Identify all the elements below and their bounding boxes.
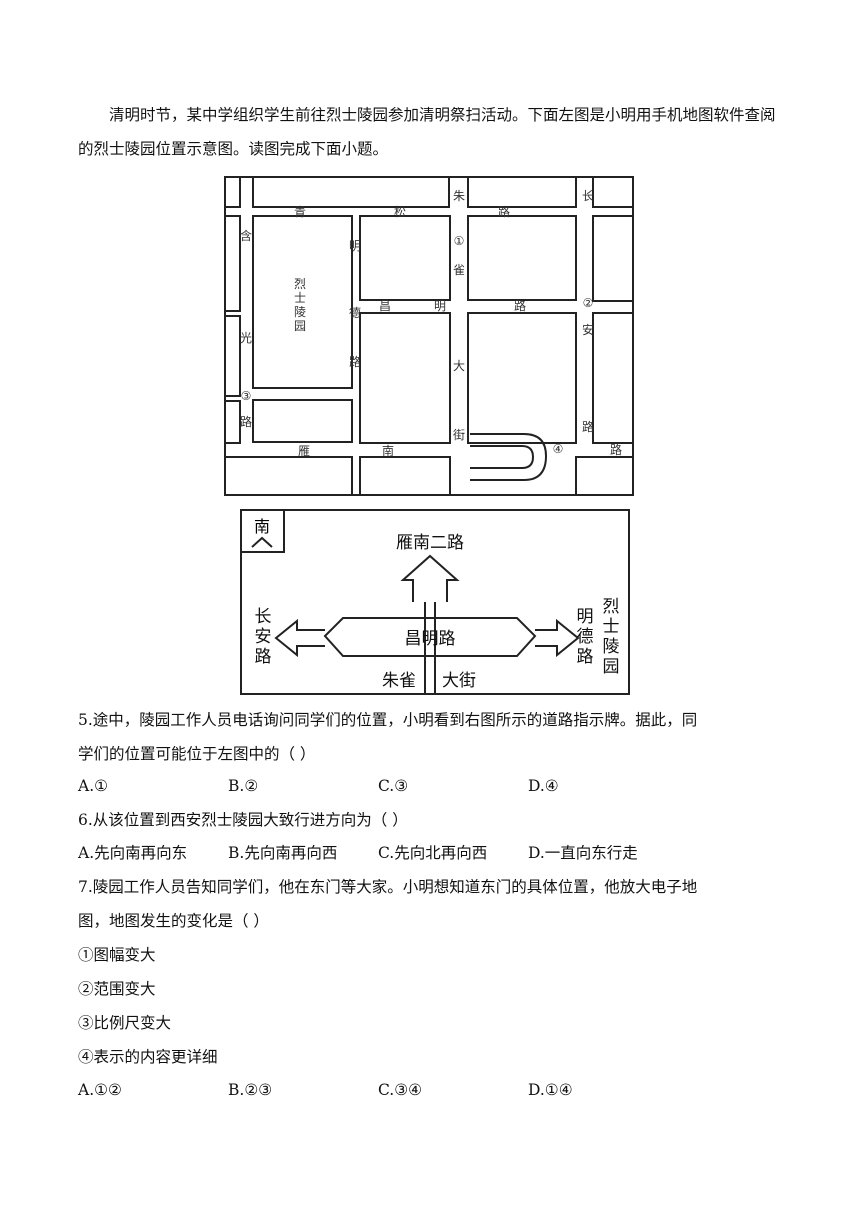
map-label: 昌 bbox=[379, 299, 391, 313]
statement-item: ③比例尺变大 bbox=[78, 1014, 172, 1032]
sign-left-label: 长 bbox=[255, 607, 272, 627]
map-label: 路 bbox=[610, 442, 622, 457]
sign-far-right-label: 陵 bbox=[603, 637, 620, 657]
question-5-options: A.① B.② C.③ D.④ bbox=[78, 769, 786, 803]
question-stem: 5.途中，陵园工作人员电话询问同学们的位置，小明看到右图所示的道路指示牌。据此，… bbox=[78, 711, 698, 729]
map-label: 路 bbox=[582, 419, 594, 434]
map-label: 南 bbox=[382, 443, 394, 458]
map-marker-4: ④ bbox=[553, 442, 564, 456]
option-c[interactable]: C.先向北再向西 bbox=[378, 844, 488, 862]
sign-far-right-label: 园 bbox=[603, 657, 620, 677]
sign-right-label: 明 bbox=[577, 607, 594, 627]
intro-paragraph: 清明时节，某中学组织学生前往烈士陵园参加清明祭扫活动。下面左图是小明用手机地图软… bbox=[78, 106, 776, 158]
map-label: 含 bbox=[240, 228, 252, 243]
map-park-label: 园 bbox=[294, 319, 306, 333]
statement-item: ④表示的内容更详细 bbox=[78, 1048, 218, 1066]
question-6-options: A.先向南再向东 B.先向南再向西 C.先向北再向西 D.一直向东行走 bbox=[78, 836, 786, 870]
question-5: 5.途中，陵园工作人员电话询问同学们的位置，小明看到右图所示的道路指示牌。据此，… bbox=[78, 703, 786, 771]
map-label: 雀 bbox=[453, 263, 465, 277]
option-b[interactable]: B.② bbox=[228, 777, 259, 795]
sign-far-right-label: 士 bbox=[603, 617, 620, 637]
map-label: 松 bbox=[394, 205, 406, 219]
question-7-options: A.①② B.②③ C.③④ D.①④ bbox=[78, 1073, 786, 1107]
map-label: 德 bbox=[349, 305, 361, 320]
option-c[interactable]: C.③ bbox=[378, 777, 409, 795]
question-stem: 6.从该位置到西安烈士陵园大致行进方向为（ ） bbox=[78, 811, 408, 829]
map-label: 明 bbox=[349, 239, 361, 253]
map-label: 安 bbox=[582, 322, 594, 337]
map-label: 大 bbox=[453, 359, 465, 373]
map-marker-2: ② bbox=[583, 296, 594, 310]
map-marker-3: ③ bbox=[241, 389, 252, 403]
map-label: 朱 bbox=[453, 189, 465, 203]
option-a[interactable]: A.①② bbox=[78, 1081, 122, 1099]
option-b[interactable]: B.先向南再向西 bbox=[228, 844, 338, 862]
sign-bottom-label: 朱雀 bbox=[382, 671, 416, 691]
road-sign: 南 雁南二路 昌明路 朱雀 大街 长 安 路 明 德 路 烈 士 陵 园 bbox=[240, 509, 630, 695]
map-label: 路 bbox=[349, 354, 361, 369]
sign-center-label: 昌明路 bbox=[405, 629, 456, 649]
map-label: 路 bbox=[240, 414, 252, 429]
sign-left-label: 安 bbox=[255, 627, 272, 647]
map-label: 路 bbox=[498, 204, 510, 219]
sign-left-label: 路 bbox=[255, 647, 272, 667]
option-d[interactable]: D.④ bbox=[528, 777, 559, 795]
street-map: 青 松 路 朱 长 含 光 路 ③ 明 德 路 ① 雀 大 街 昌 明 路 ② … bbox=[224, 176, 634, 496]
option-b[interactable]: B.②③ bbox=[228, 1081, 273, 1099]
map-label: 光 bbox=[240, 331, 252, 345]
arrow-right-icon bbox=[535, 618, 580, 658]
map-park-label: 烈 bbox=[294, 277, 306, 291]
question-stem: 学们的位置可能位于左图中的（ ） bbox=[78, 745, 316, 763]
arrow-up-icon bbox=[400, 554, 460, 602]
sign-bottom-label: 大街 bbox=[442, 671, 476, 691]
option-a[interactable]: A.① bbox=[78, 777, 109, 795]
option-c[interactable]: C.③④ bbox=[378, 1081, 423, 1099]
arrow-left-icon bbox=[274, 618, 325, 658]
question-7: 7.陵园工作人员告知同学们，他在东门等大家。小明想知道东门的具体位置，他放大电子… bbox=[78, 870, 786, 1074]
map-label: 路 bbox=[514, 298, 526, 313]
map-label: 雁 bbox=[298, 444, 310, 458]
map-park-label: 士 bbox=[294, 291, 306, 305]
south-label: 南 bbox=[254, 517, 270, 536]
sign-right-label: 德 bbox=[577, 627, 594, 647]
map-label: 长 bbox=[582, 189, 594, 203]
map-marker-1: ① bbox=[454, 234, 465, 248]
map-label: 明 bbox=[434, 299, 446, 313]
statement-item: ②范围变大 bbox=[78, 980, 156, 998]
statement-item: ①图幅变大 bbox=[78, 946, 156, 964]
question-6: 6.从该位置到西安烈士陵园大致行进方向为（ ） bbox=[78, 803, 786, 837]
map-park-label: 陵 bbox=[294, 305, 306, 319]
sign-right-label: 路 bbox=[577, 647, 594, 667]
north-indicator-icon bbox=[251, 536, 273, 548]
option-a[interactable]: A.先向南再向东 bbox=[78, 844, 188, 862]
sign-top-label: 雁南二路 bbox=[396, 533, 464, 553]
sign-far-right-label: 烈 bbox=[603, 597, 620, 617]
map-label: 青 bbox=[294, 205, 306, 219]
question-stem: 7.陵园工作人员告知同学们，他在东门等大家。小明想知道东门的具体位置，他放大电子… bbox=[78, 878, 698, 896]
question-stem: 图，地图发生的变化是（ ） bbox=[78, 912, 269, 930]
map-label: 街 bbox=[453, 428, 465, 442]
option-d[interactable]: D.①④ bbox=[528, 1081, 573, 1099]
option-d[interactable]: D.一直向东行走 bbox=[528, 844, 638, 862]
